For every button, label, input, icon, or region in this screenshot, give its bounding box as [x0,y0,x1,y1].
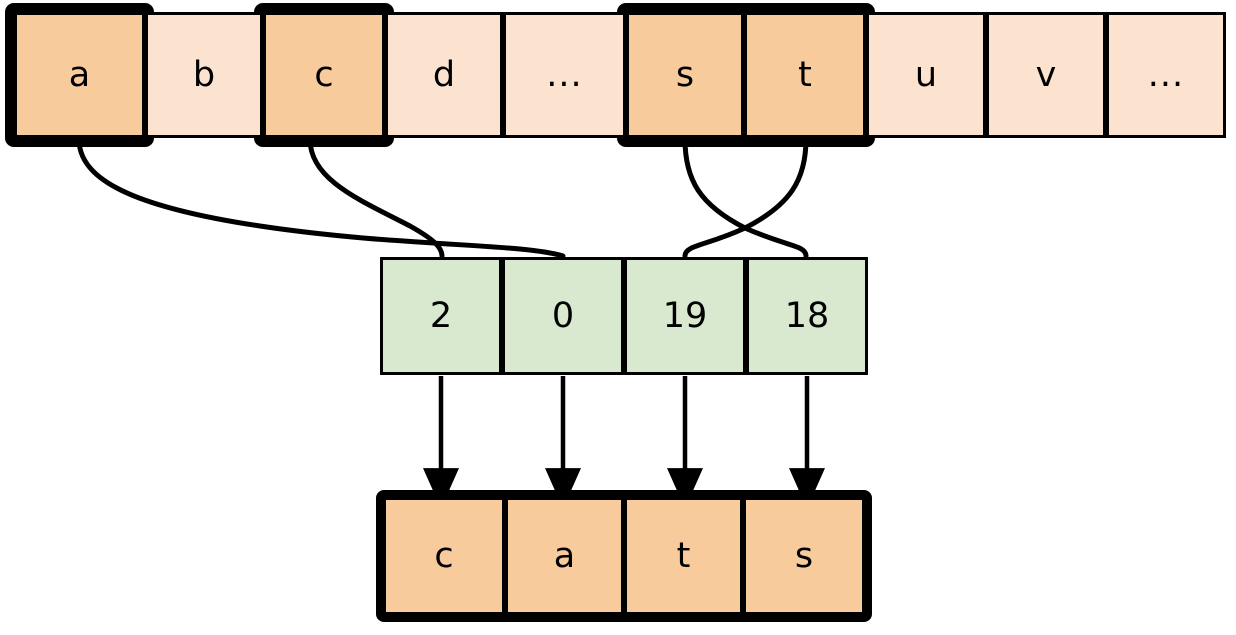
curve-t-to-index-2 [682,136,809,259]
alphabet-cell-b[interactable]: b [145,12,263,138]
selection-curves [76,136,809,259]
alphabet-cell-label: c [314,55,334,95]
alphabet-cell-label: a [68,55,91,95]
index-to-result-arrows [423,376,825,509]
index-cell-0[interactable]: 2 [380,257,502,375]
index-cell-3[interactable]: 18 [746,257,868,375]
alphabet-cell-label: v [1035,55,1057,95]
alphabet-cell-t[interactable]: t [744,12,866,138]
result-cell-label: t [676,536,691,576]
result-cell-c[interactable]: c [386,500,505,612]
curve-a-to-index-1 [76,136,566,259]
alphabet-cell-label: s [675,55,695,95]
result-cell-a[interactable]: a [505,500,624,612]
index-cell-value: 0 [551,296,575,336]
result-cell-label: s [794,536,814,576]
alphabet-cell-s[interactable]: s [626,12,744,138]
alphabet-cell-v[interactable]: v [986,12,1106,138]
index-cell-value: 18 [784,296,830,336]
index-cell-1[interactable]: 0 [502,257,624,375]
alphabet-cell-label: d [432,55,456,95]
alphabet-cell-d[interactable]: d [385,12,503,138]
index-cell-value: 2 [429,296,453,336]
alphabet-strip: a b c d... s t u v... [5,3,1226,147]
alphabet-cell-label: u [914,55,938,95]
alphabet-cell-ellipsis-9[interactable]: ... [1106,12,1226,138]
alphabet-cell-a[interactable]: a [14,12,145,138]
result-cell-label: a [553,536,576,576]
alphabet-cell-label: b [192,55,216,95]
result-cell-label: c [434,536,454,576]
alphabet-cell-label: t [798,55,812,95]
curve-s-to-index-3 [682,136,809,259]
result-cell-s[interactable]: s [743,500,862,612]
alphabet-cell-ellipsis-4[interactable]: ... [503,12,626,138]
alphabet-cell-label: ... [546,55,583,95]
index-cell-2[interactable]: 19 [624,257,746,375]
alphabet-cell-c[interactable]: c [263,12,385,138]
alphabet-cell-u[interactable]: u [866,12,986,138]
result-cell-t[interactable]: t [624,500,743,612]
curve-c-to-index-0 [307,136,445,259]
alphabet-cell-label: ... [1147,55,1185,95]
index-cell-value: 19 [662,296,708,336]
